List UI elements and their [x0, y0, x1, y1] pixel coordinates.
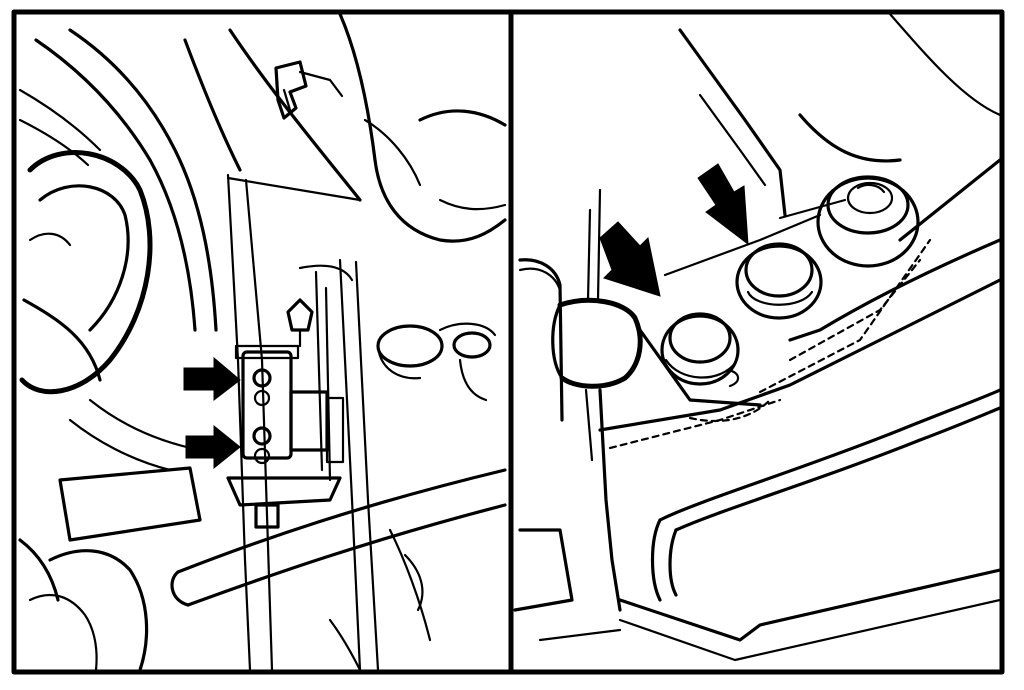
arrow-down-right-icon — [697, 163, 749, 246]
lower-fitting — [252, 426, 272, 446]
outer-frame — [11, 9, 1005, 675]
upper-hose — [18, 28, 218, 332]
middle-cap — [735, 242, 823, 320]
front-cap — [660, 312, 740, 388]
cap-plugs — [660, 175, 920, 388]
arrow-down-right-icon — [599, 221, 661, 297]
oil-pan — [618, 388, 1000, 662]
lower-hose — [170, 468, 507, 670]
left-panel — [18, 14, 507, 670]
upper-fitting — [252, 368, 272, 388]
upper-body — [663, 14, 1000, 277]
frame-rails — [226, 173, 380, 670]
right-panel — [513, 14, 1000, 662]
arrow-right-icon — [183, 356, 241, 402]
arrow-right-icon — [185, 424, 241, 470]
round-canister — [376, 322, 497, 402]
valve-assembly — [226, 270, 345, 529]
clip-fastener — [274, 60, 344, 120]
side-sensor — [513, 188, 643, 642]
main-housing — [598, 158, 1000, 450]
lower-left-bracket — [18, 398, 202, 670]
top-housing — [183, 14, 507, 243]
large-cap — [816, 175, 920, 268]
air-duct — [19, 150, 153, 395]
